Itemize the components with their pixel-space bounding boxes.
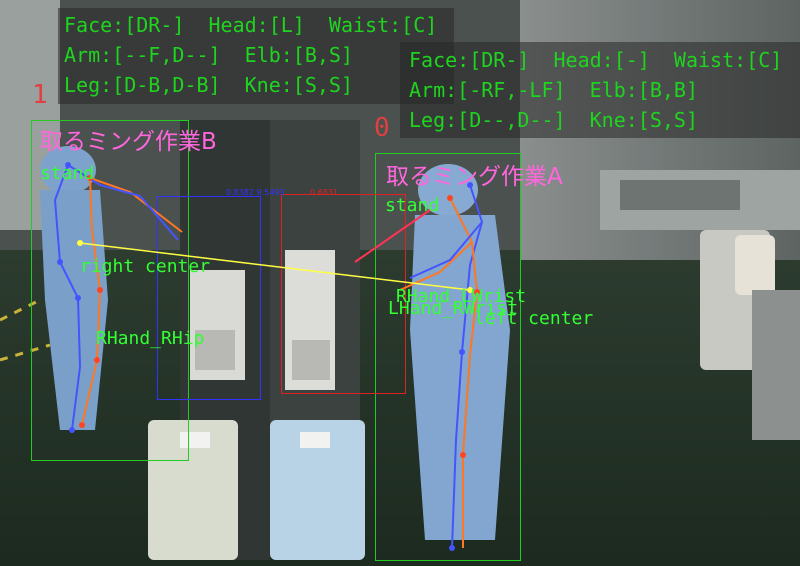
person0-hud-line3: Leg:[D--,D--] Kne:[S,S]	[409, 108, 698, 132]
person1-center-label: right center	[80, 256, 211, 277]
person1-pose-label: stand	[40, 163, 95, 184]
person0-arm-2	[409, 221, 483, 279]
person1-contact-label: RHand_RHip	[96, 328, 205, 349]
person1-hud-line3: Leg:[D-B,D-B] Kne:[S,S]	[64, 73, 353, 97]
object-box-blue-label: 0.8382 9.5493	[226, 188, 285, 197]
hud-panel-person1	[58, 8, 454, 104]
person1-bounding-box	[31, 120, 189, 461]
person0-wrist-l-label: LHand_RWrist	[388, 298, 519, 319]
object-box-red-label: 0.6831	[310, 188, 338, 197]
person0-pose-label: stand	[385, 195, 440, 216]
person1-hud-line1: Face:[DR-] Head:[L] Waist:[C]	[64, 13, 438, 37]
center-link-line	[79, 242, 471, 291]
person0-wrist-r-label: RHand_LWrist	[396, 286, 527, 307]
person1-left-limb	[53, 164, 82, 431]
person0-task-label: 取るミング作業A	[386, 164, 563, 190]
person0-bounding-box	[375, 153, 521, 561]
person0-left-limb	[451, 184, 484, 549]
object-box-red	[281, 194, 406, 394]
person0-arm	[399, 241, 473, 291]
object-box-blue	[157, 196, 261, 400]
person0-right-limb	[449, 197, 479, 548]
person0-hud-line2: Arm:[-RF,-LF] Elb:[B,B]	[409, 78, 698, 102]
person1-arm	[89, 177, 183, 233]
person1-arm-2	[67, 164, 179, 241]
person1-right-limb	[81, 177, 102, 426]
person1-task-label: 取るミング作業B	[40, 129, 217, 155]
person1-id: 1	[32, 80, 48, 110]
person1-hud-line2: Arm:[--F,D--] Elb:[B,S]	[64, 43, 353, 67]
person0-hud-line1: Face:[DR-] Head:[-] Waist:[C]	[409, 48, 783, 72]
hud-panel-person0	[400, 42, 800, 138]
person0-pointer	[354, 209, 431, 263]
person0-id: 0	[374, 113, 390, 143]
person0-center-label: left center	[474, 308, 594, 329]
